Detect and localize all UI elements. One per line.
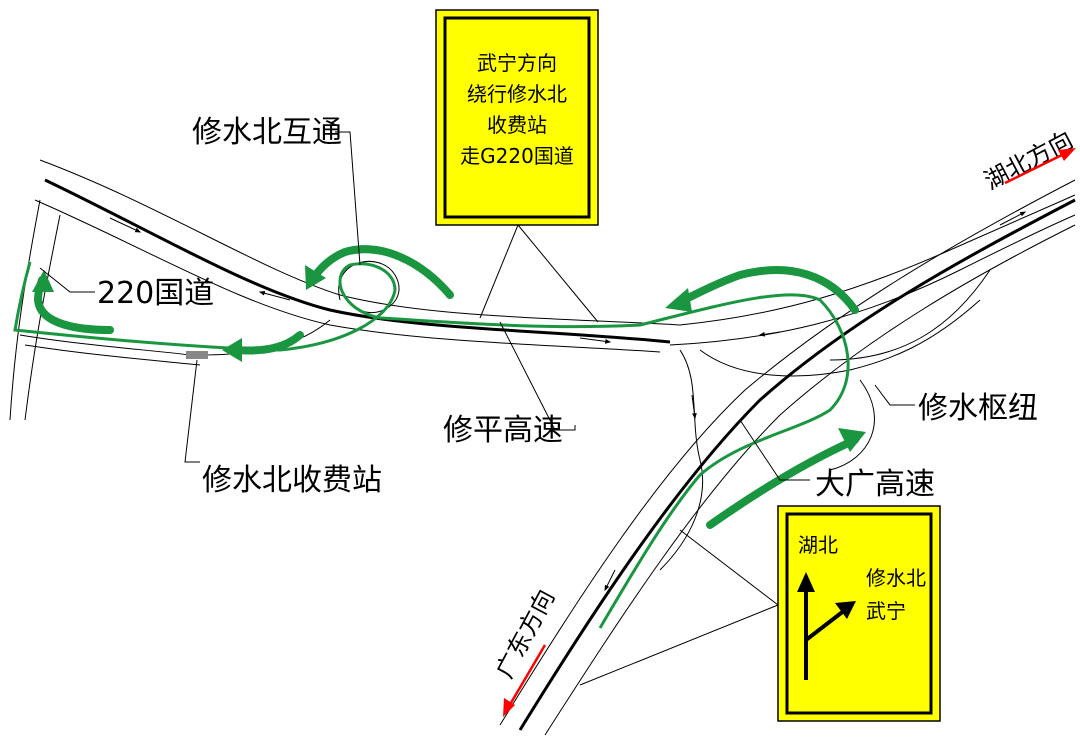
national-road-link-2 (24, 344, 201, 366)
sign-bottom-right-label-2: 武宁 (866, 599, 906, 623)
detour-arrowhead-1 (838, 428, 866, 452)
hub-ramp-4 (829, 379, 875, 471)
detour-sign-top: 武宁方向 绕行修水北 收费站 走G220国道 (435, 9, 599, 226)
xiuping-to-hub (679, 194, 1076, 326)
toll-station-marker (186, 351, 208, 359)
detour-arrowhead-2 (665, 288, 692, 312)
label-toll-station: 修水北收费站 (202, 463, 382, 498)
direction-hubei-label: 湖北方向 (980, 126, 1078, 196)
direction-hubei: 湖北方向 (980, 126, 1078, 196)
sign-top-line-3: 收费站 (487, 113, 547, 137)
sign-top-line-2: 绕行修水北 (467, 82, 567, 106)
detour-arrow-4 (231, 331, 304, 355)
detour-arrow-1 (706, 436, 859, 529)
daguang-expressway-centerline (518, 198, 1076, 731)
direction-guangdong-label: 广东方向 (491, 585, 561, 683)
direction-sign-bottom: 湖北 修水北 武宁 (777, 505, 941, 722)
detour-thin-line-1 (379, 293, 850, 629)
hub-ramp-3 (829, 269, 991, 361)
detour-thin-line-2 (13, 261, 397, 352)
hub-ramp-1 (659, 349, 704, 571)
detour-arrowhead-4 (222, 338, 242, 362)
xiuping-expressway-centerline (44, 178, 671, 344)
detour-route (13, 245, 866, 629)
sign-bottom-arrows (804, 588, 847, 680)
sign-top-line-1: 武宁方向 (477, 51, 557, 75)
detour-arrowhead-3 (305, 265, 326, 290)
label-national-road: 220国道 (97, 276, 214, 311)
xiuping-expressway-south-edge (34, 199, 661, 353)
daguang-expressway-edge-2 (544, 224, 1076, 736)
sign-bottom-up-label: 湖北 (798, 533, 838, 557)
interchange-loop (338, 260, 400, 314)
sign-bottom-right-arrowhead (835, 601, 856, 619)
direction-guangdong-arrow (503, 644, 547, 717)
label-xiuping-expressway: 修平高速 (443, 413, 563, 448)
xiuping-to-hub-2 (669, 214, 1076, 346)
hub-ramp-2 (699, 299, 981, 377)
label-interchange-north: 修水北互通 (192, 115, 342, 150)
detour-arrowhead-5 (32, 270, 54, 292)
detour-arrow-3 (308, 245, 454, 299)
label-xiushui-hub: 修水枢纽 (918, 391, 1038, 426)
direction-guangdong: 广东方向 (491, 585, 561, 683)
sign-top-line-4: 走G220国道 (460, 144, 574, 168)
sign-bottom-up-arrowhead (797, 572, 815, 592)
xiuping-expressway-north-edge (39, 159, 681, 326)
leader-lines (39, 131, 915, 686)
national-road-link (19, 334, 191, 356)
detour-arrow-2 (676, 266, 859, 314)
sign-bottom-right-label-1: 修水北 (866, 566, 926, 590)
daguang-expressway-edge-1 (499, 179, 1076, 726)
label-daguang-expressway: 大广高速 (815, 467, 935, 502)
national-road-220-west (9, 199, 41, 421)
direction-hubei-arrow (1004, 148, 1076, 185)
